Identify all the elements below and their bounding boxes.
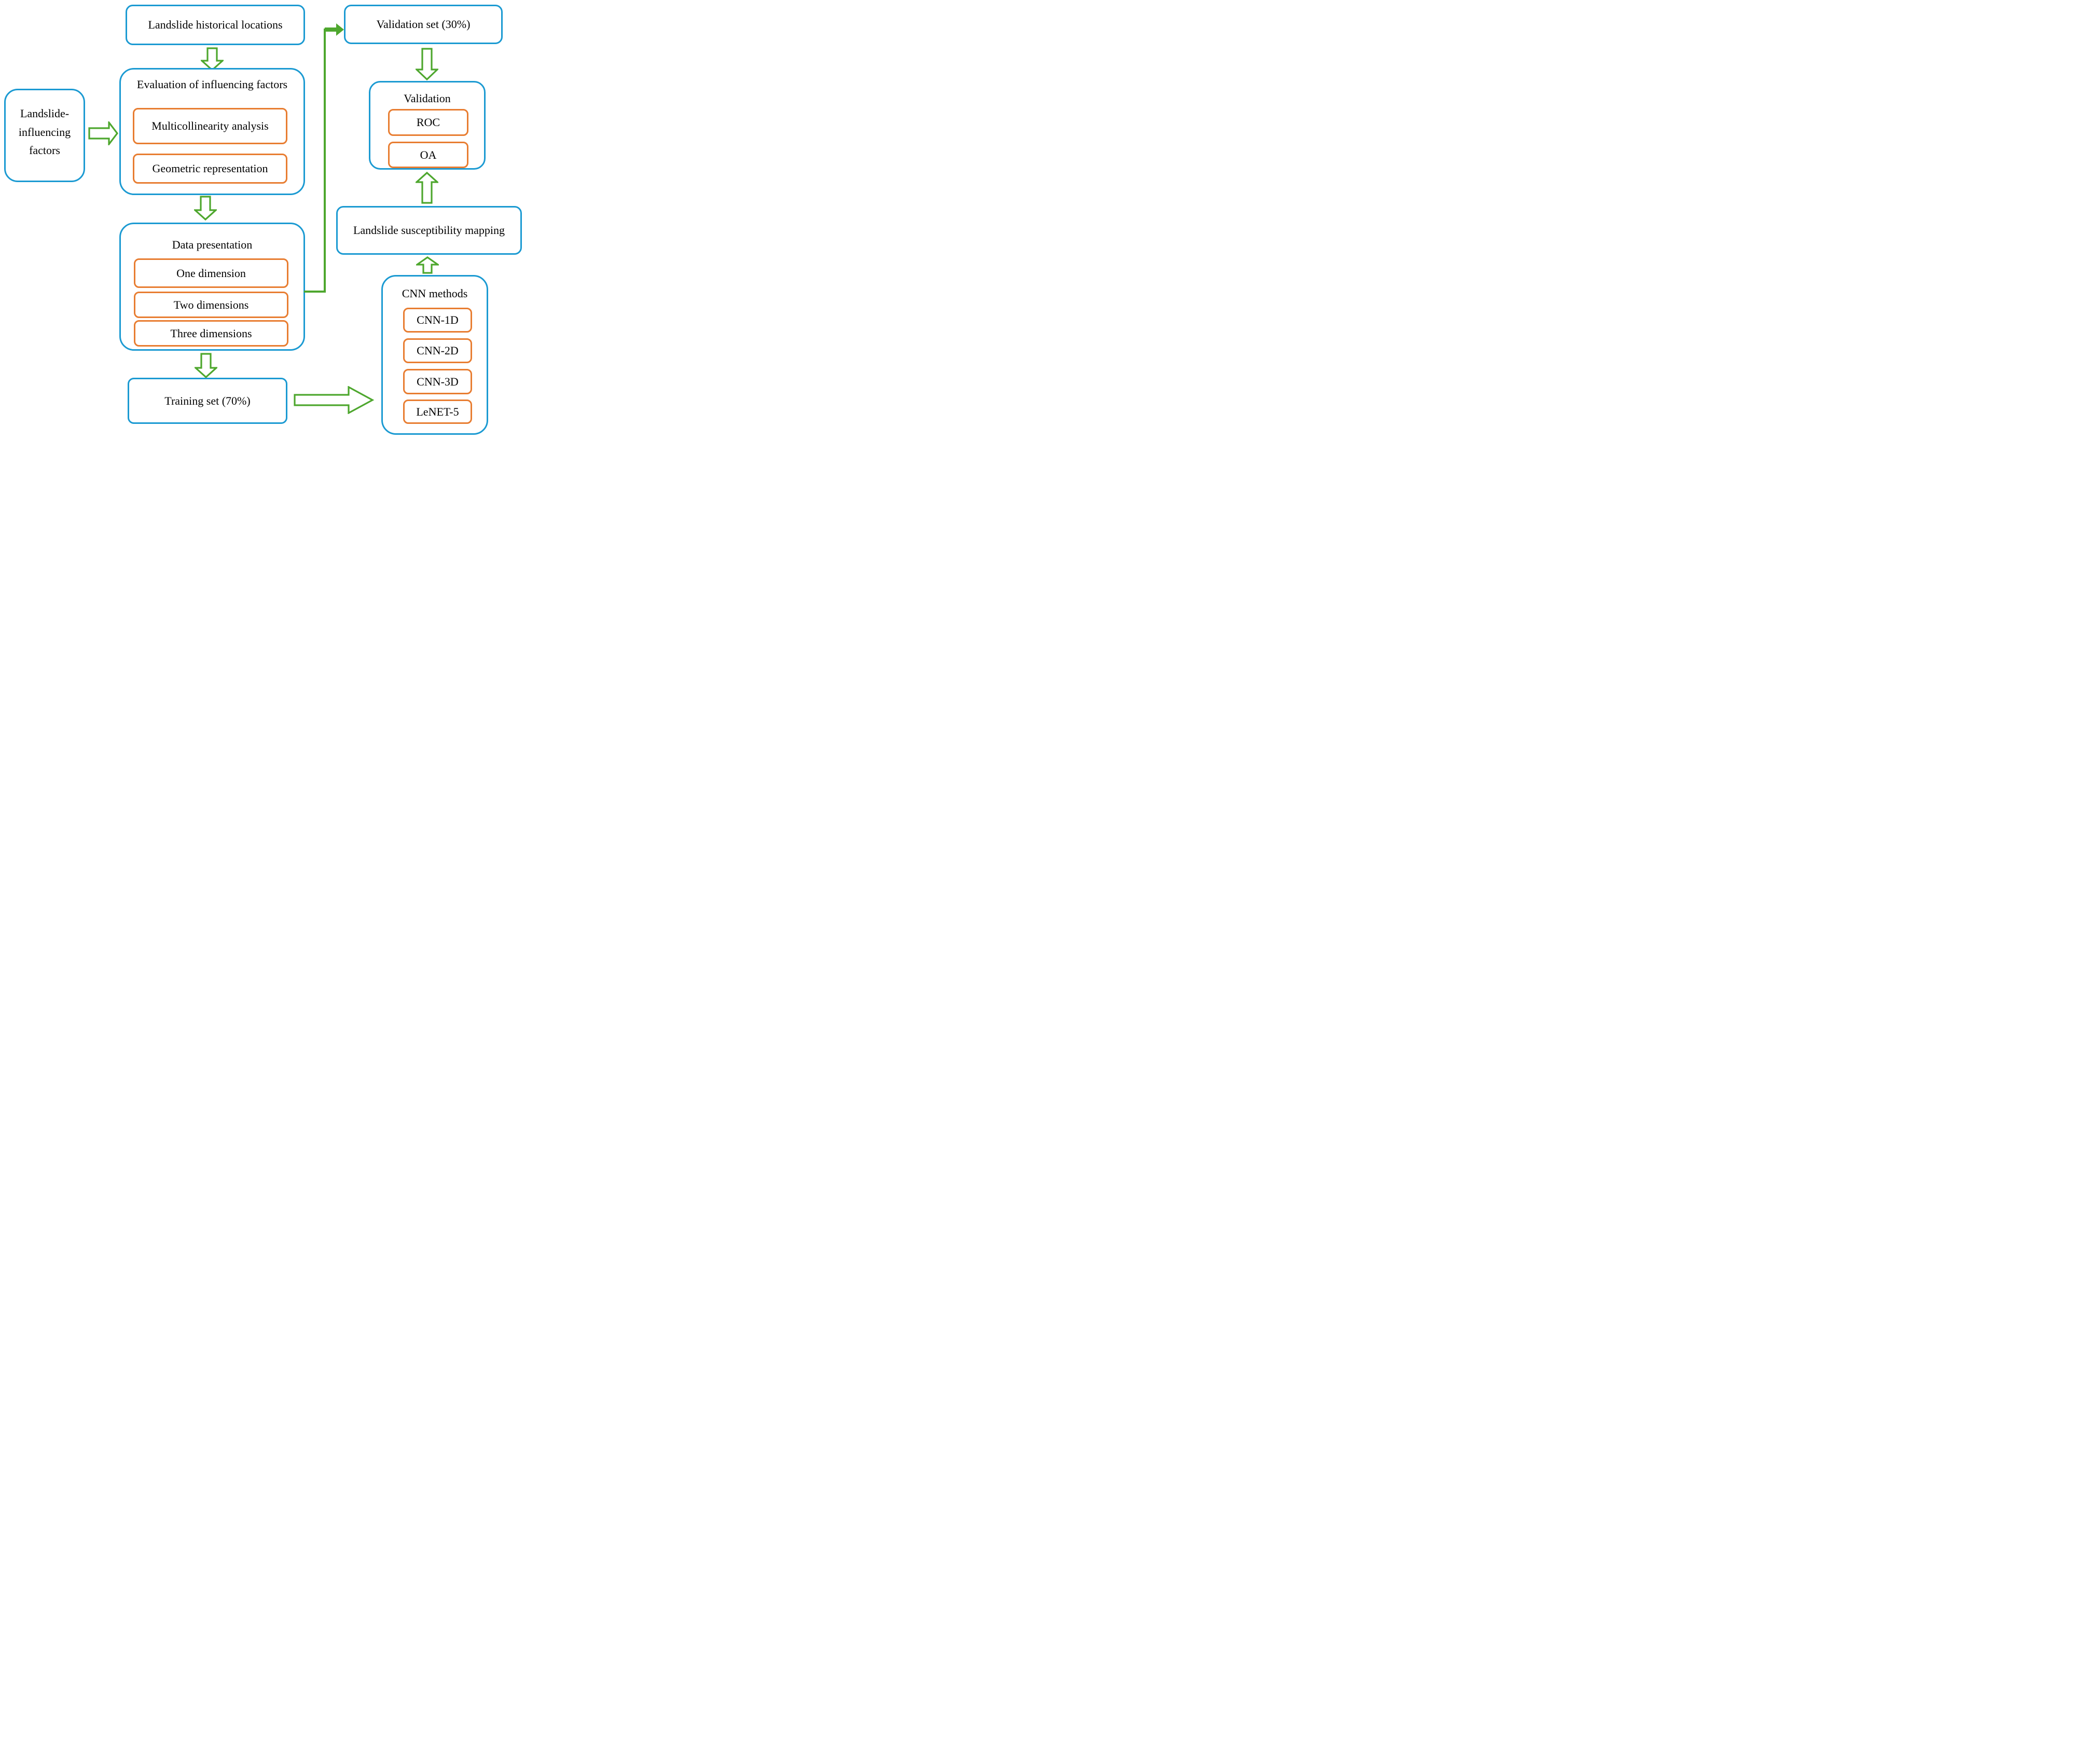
node-label: One dimension (176, 266, 246, 280)
node-label: Multicollinearity analysis (151, 119, 269, 133)
node-label: Validation set (30%) (376, 18, 471, 31)
node-label-line: factors (29, 144, 60, 157)
node-validation-set: Validation set (30%) (344, 5, 503, 44)
node-multicollinearity-analysis: Multicollinearity analysis (133, 108, 287, 144)
node-landslide-susceptibility-mapping: Landslide susceptibility mapping (336, 206, 522, 255)
node-cnn-2d: CNN-2D (403, 338, 472, 363)
node-one-dimension: One dimension (134, 258, 288, 288)
node-roc: ROC (388, 109, 468, 136)
node-oa: OA (388, 142, 468, 168)
node-cnn-3d: CNN-3D (403, 369, 472, 394)
node-three-dimensions: Three dimensions (134, 320, 288, 347)
node-data-presentation: Data presentation One dimension Two dime… (119, 223, 305, 351)
node-label: CNN-1D (417, 313, 459, 327)
node-label: CNN-3D (417, 375, 459, 388)
node-evaluation-of-influencing-factors: Evaluation of influencing factors Multic… (119, 68, 305, 195)
node-landslide-influencing-factors: Landslide- influencing factors (4, 89, 85, 182)
node-label: OA (420, 148, 437, 161)
connector-data-presentation-to-validation-set-horizontal (304, 291, 326, 293)
node-title: CNN methods (402, 287, 468, 300)
node-label-line: Landslide- (20, 107, 70, 120)
connector-data-presentation-to-validation-set-vertical (324, 29, 326, 292)
node-cnn-1d: CNN-1D (403, 308, 472, 333)
node-label: Three dimensions (170, 326, 252, 340)
arrow-up-cnn-to-mapping-icon (416, 256, 439, 274)
node-label: Two dimensions (173, 298, 249, 311)
connector-arrowhead-into-validation-set-icon (336, 23, 344, 36)
node-title: Validation (404, 92, 451, 105)
node-label: CNN-2D (417, 344, 459, 357)
node-title: Evaluation of influencing factors (136, 78, 288, 91)
node-validation: Validation ROC OA (369, 81, 486, 170)
arrow-right-influencing-to-evaluation-icon (88, 121, 118, 145)
arrow-down-validation-set-to-validation-icon (416, 48, 438, 80)
node-label: Training set (70%) (164, 394, 251, 407)
node-geometric-representation: Geometric representation (133, 154, 287, 184)
arrow-down-evaluation-to-data-presentation-icon (194, 196, 217, 221)
arrow-down-historical-to-evaluation-icon (201, 47, 224, 71)
flowchart: Landslide historical locations Landslide… (0, 0, 525, 437)
node-landslide-historical-locations: Landslide historical locations (126, 5, 305, 45)
node-label: LeNET-5 (416, 405, 459, 418)
node-title: Data presentation (172, 238, 253, 251)
node-label: Geometric representation (152, 162, 268, 175)
node-lenet-5: LeNET-5 (403, 400, 472, 424)
node-label: Landslide susceptibility mapping (353, 224, 505, 237)
connector-data-presentation-to-validation-set-bar (325, 27, 337, 32)
arrow-right-training-to-cnn-icon (294, 386, 375, 414)
node-two-dimensions: Two dimensions (134, 292, 288, 318)
node-label-line: influencing (18, 125, 71, 139)
node-training-set: Training set (70%) (128, 378, 287, 424)
node-label: ROC (416, 116, 440, 129)
node-cnn-methods: CNN methods CNN-1D CNN-2D CNN-3D LeNET-5 (381, 275, 488, 435)
arrow-up-mapping-to-validation-icon (416, 172, 438, 204)
node-label: Landslide historical locations (148, 18, 283, 32)
arrow-down-data-presentation-to-training-icon (195, 353, 217, 378)
